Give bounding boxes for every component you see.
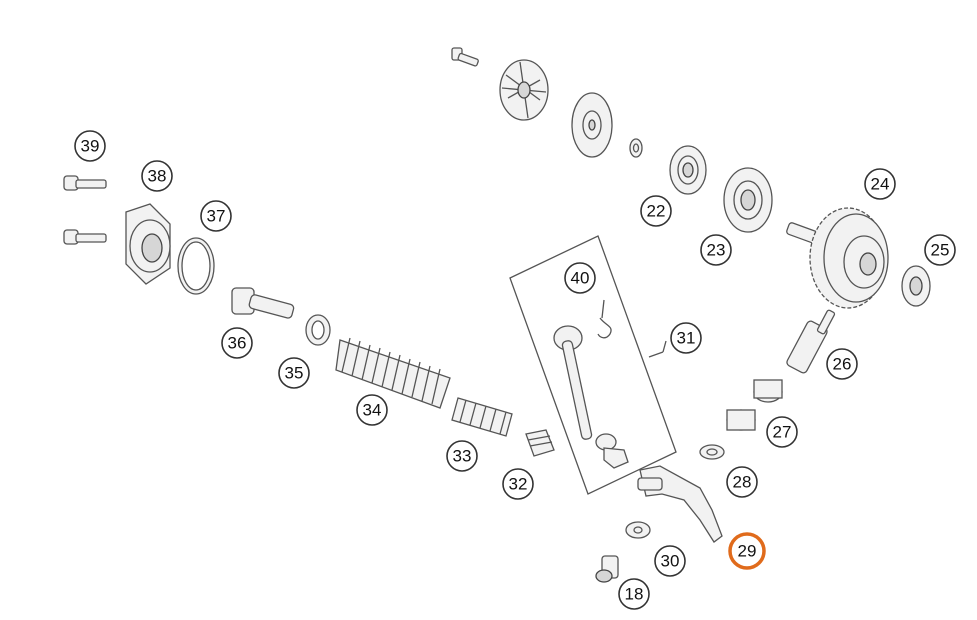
- callout-circle: [640, 195, 672, 227]
- callout-circle: [502, 468, 534, 500]
- bolts-39: [63, 175, 107, 245]
- washer-35: [305, 314, 331, 346]
- callout-circle: [564, 262, 596, 294]
- pump-disc: [571, 92, 613, 158]
- upper-bolt: [451, 47, 479, 67]
- o-ring-37: [177, 237, 215, 295]
- callout-30: 30: [654, 545, 686, 577]
- bolt-18: [595, 555, 619, 583]
- highlight-ring: [728, 532, 766, 570]
- callout-circle: [654, 545, 686, 577]
- callout-29: 29: [728, 532, 766, 570]
- callout-label: 23: [707, 241, 726, 260]
- callout-27: 27: [766, 416, 798, 448]
- callout-circle: [74, 130, 106, 162]
- kickstart-shaft-box: [509, 235, 677, 495]
- spring-34: [335, 337, 451, 409]
- callout-circle: [924, 234, 956, 266]
- callout-circle: [826, 348, 858, 380]
- callout-34: 34: [356, 394, 388, 426]
- callout-40: 40: [564, 262, 596, 294]
- callout-circle: [726, 466, 758, 498]
- callout-label: 36: [228, 334, 247, 353]
- callout-circle: [221, 327, 253, 359]
- callout-label: 30: [661, 552, 680, 571]
- callout-39: 39: [74, 130, 106, 162]
- callout-label: 18: [625, 585, 644, 604]
- callout-24: 24: [864, 168, 896, 200]
- callout-label: 25: [931, 241, 950, 260]
- callout-circle: [700, 234, 732, 266]
- shaft-26: [786, 309, 836, 374]
- callout-label: 35: [285, 364, 304, 383]
- callout-label: 27: [773, 423, 792, 442]
- callout-28: 28: [726, 466, 758, 498]
- callout-26: 26: [826, 348, 858, 380]
- callout-31: 31: [670, 322, 702, 354]
- callout-label: 31: [677, 329, 696, 348]
- washer-30: [625, 521, 651, 539]
- pin-36: [231, 287, 295, 319]
- impeller: [499, 59, 549, 121]
- callout-36: 36: [221, 327, 253, 359]
- callout-label: 24: [871, 175, 890, 194]
- callout-18: 18: [618, 578, 650, 610]
- bearing-25: [901, 265, 931, 307]
- guide-32: [525, 429, 555, 457]
- callout-layer: 39 38 37 36 35 34 33 32 40 31 22 23 24 25 26 27 28 29 30 18: [74, 130, 956, 610]
- callout-circle: [141, 160, 173, 192]
- callout-circle: [356, 394, 388, 426]
- callout-circle: [766, 416, 798, 448]
- callout-label: 40: [571, 269, 590, 288]
- callout-38: 38: [141, 160, 173, 192]
- bearing-22: [669, 145, 707, 195]
- small-washer: [629, 138, 643, 158]
- washer-28: [699, 444, 725, 460]
- bushings-27: [726, 379, 783, 431]
- callout-25: 25: [924, 234, 956, 266]
- callout-label: 37: [207, 207, 226, 226]
- leader-lines: [648, 340, 667, 358]
- callout-37: 37: [200, 200, 232, 232]
- gear-assembly: [786, 207, 889, 309]
- callout-22: 22: [640, 195, 672, 227]
- callout-23: 23: [700, 234, 732, 266]
- bearing-23: [723, 167, 773, 233]
- callout-label: 33: [453, 447, 472, 466]
- callout-label: 26: [833, 355, 852, 374]
- housing-38: [125, 203, 171, 285]
- callout-label: 34: [363, 401, 382, 420]
- callout-circle: [446, 440, 478, 472]
- callout-label: 28: [733, 473, 752, 492]
- callout-label: 39: [81, 137, 100, 156]
- callout-circle: [200, 200, 232, 232]
- spring-33: [451, 397, 513, 437]
- kick-lever: [637, 465, 723, 543]
- callout-circle: [670, 322, 702, 354]
- callout-label: 38: [148, 167, 167, 186]
- callout-33: 33: [446, 440, 478, 472]
- callout-label: 29: [738, 542, 757, 561]
- callout-circle: [864, 168, 896, 200]
- callout-circle: [618, 578, 650, 610]
- callout-circle: [278, 357, 310, 389]
- callout-label: 22: [647, 202, 666, 221]
- callout-32: 32: [502, 468, 534, 500]
- callout-label: 32: [509, 475, 528, 494]
- callout-35: 35: [278, 357, 310, 389]
